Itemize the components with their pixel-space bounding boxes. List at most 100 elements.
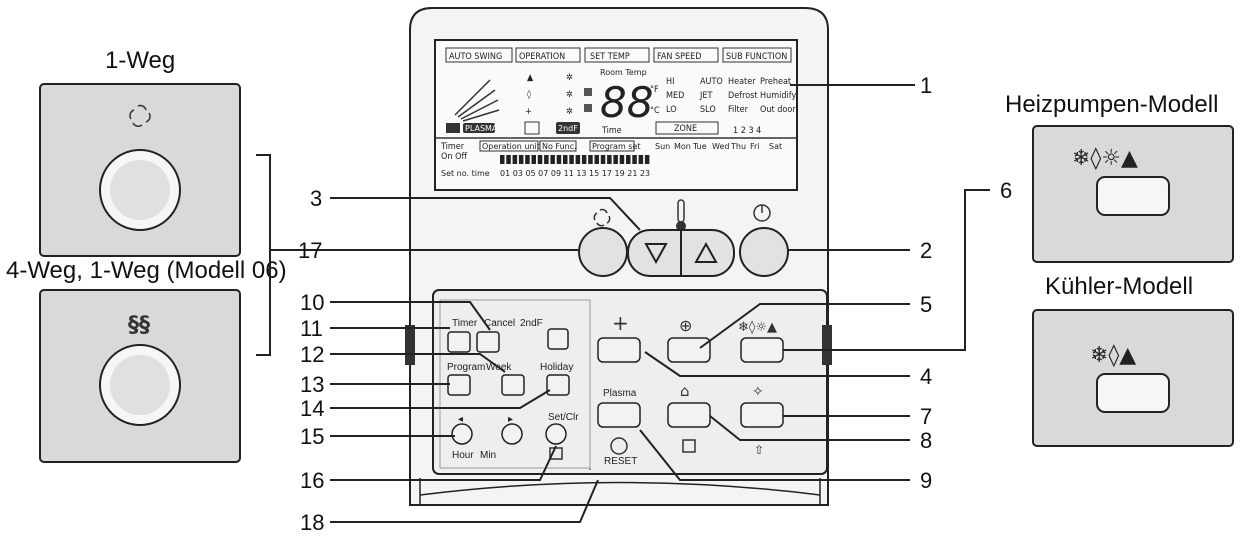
hour-block <box>544 155 549 164</box>
program-button[interactable] <box>447 374 471 396</box>
heat-mode-icon: ▲ <box>527 73 534 83</box>
left-top-panel <box>39 83 241 257</box>
holiday-button[interactable] <box>546 374 570 396</box>
holiday-label-btn: Holiday <box>540 362 573 373</box>
callout-4: 4 <box>920 364 932 389</box>
twond-label-btn: 2ndF <box>520 318 543 329</box>
fan-mode-button[interactable] <box>597 337 641 363</box>
heatpump-mode-icons: ❄◊☼▲ <box>1072 146 1138 171</box>
sun2-icon: ✲ <box>566 90 573 100</box>
filter-icon <box>682 439 696 453</box>
hour-block <box>525 155 530 164</box>
set-clr-button[interactable] <box>545 423 567 445</box>
tab-set-temp: SET TEMP <box>590 52 630 62</box>
plasma-label-btn: Plasma <box>603 388 637 399</box>
zone-numbers: 1 2 3 4 <box>733 126 761 136</box>
cancel-button[interactable] <box>476 331 500 353</box>
unit-c: °C <box>650 106 660 116</box>
sun3-icon: ✲ <box>566 107 573 117</box>
onoff-label: On Off <box>441 152 467 162</box>
lcd-tabs: AUTO SWING OPERATION SET TEMP FAN SPEED … <box>445 47 792 63</box>
callout-16: 16 <box>300 468 324 493</box>
callout-17: 17 <box>298 238 322 263</box>
twond-button[interactable] <box>547 328 569 350</box>
hour-bar <box>500 155 650 164</box>
power-button[interactable] <box>739 227 789 277</box>
fan-speed-icon: ⊕ <box>679 316 692 335</box>
thermometer-icon <box>676 199 686 231</box>
callout-12: 12 <box>300 342 324 367</box>
min-label-btn: Min <box>480 450 496 461</box>
callout-5: 5 <box>920 292 932 317</box>
operation-mode-button[interactable] <box>740 337 784 363</box>
hour-block <box>506 155 511 164</box>
heatpump-mode-button[interactable] <box>1096 176 1170 216</box>
temp-down-button[interactable] <box>644 243 668 265</box>
hour-block <box>613 155 618 164</box>
hour-block <box>607 155 612 164</box>
cancel-label-btn: Cancel <box>484 318 515 329</box>
hour-label-btn: Hour <box>452 450 474 461</box>
hour-button[interactable] <box>451 423 473 445</box>
defrost-icon: ⇧ <box>754 443 764 457</box>
timer-button[interactable] <box>447 331 471 353</box>
sub-filter: Filter <box>728 105 749 115</box>
swing-display-icon <box>454 79 500 122</box>
left-bottom-title: 4-Weg, 1-Weg (Modell 06) <box>6 257 287 284</box>
callout-2: 2 <box>920 238 932 263</box>
op-unit-label: Operation unit <box>482 142 540 151</box>
day-mon: Mon <box>674 142 691 151</box>
hour-block <box>594 155 599 164</box>
hour-block <box>581 155 587 164</box>
bracket-17 <box>256 154 271 356</box>
plasma-button[interactable] <box>597 402 641 428</box>
cooler-mode-icons: ❄◊▲ <box>1090 343 1136 368</box>
callout-15: 15 <box>300 424 324 449</box>
plasma-indicator <box>463 123 495 133</box>
temp-up-button[interactable] <box>694 241 718 263</box>
set-clr-label-btn: Set/Clr <box>548 412 579 423</box>
week-button[interactable] <box>501 374 525 396</box>
min-button[interactable] <box>501 423 523 445</box>
time-label: Time <box>601 126 622 136</box>
hour-block <box>550 155 555 164</box>
callout-3: 3 <box>310 186 322 211</box>
fan-mode-icon: + <box>525 107 532 117</box>
ventilation-button[interactable] <box>740 402 784 428</box>
power-icon <box>753 204 771 222</box>
day-sun: Sun <box>655 142 670 151</box>
cooler-mode-button[interactable] <box>1096 373 1170 413</box>
zone-button[interactable] <box>667 402 711 428</box>
heatpump-panel: ❄◊☼▲ <box>1032 125 1234 263</box>
unit-f: °F <box>650 85 659 95</box>
swing-icon <box>129 104 151 127</box>
tab-auto-swing: AUTO SWING <box>449 52 502 62</box>
callout-11: 11 <box>300 316 323 341</box>
zone-label: ZONE <box>674 124 697 134</box>
day-fri: Fri <box>750 142 760 151</box>
right-top-title: Heizpumpen-Modell <box>1005 91 1218 118</box>
hour-block <box>619 155 625 164</box>
lower-panel <box>432 289 828 475</box>
left-top-title: 1-Weg <box>105 47 175 74</box>
fan-hi: HI <box>666 77 674 87</box>
sub-defrost: Defrost <box>728 91 758 101</box>
callout-7: 7 <box>920 404 932 429</box>
hour-block <box>569 155 574 164</box>
sub-preheat: Preheat <box>760 77 791 87</box>
day-wed: Wed <box>712 142 729 151</box>
callout-8: 8 <box>920 428 932 453</box>
dry-mode-icon: ◊ <box>527 89 531 100</box>
hour-block <box>626 155 631 164</box>
day-labels: Sun Mon Tue Wed Thu Fri Sat <box>655 142 782 151</box>
tab-operation: OPERATION <box>519 52 565 62</box>
hour-scale: 01 03 05 07 09 11 13 15 17 19 21 23 <box>500 169 650 178</box>
timer-label-btn: Timer <box>452 318 478 329</box>
fan-mode-key-icon: + <box>612 311 629 335</box>
swing-button[interactable] <box>578 227 628 277</box>
right-bottom-title: Kühler-Modell <box>1045 273 1193 300</box>
fan-speed-button[interactable] <box>667 337 711 363</box>
lcd-display: AUTO SWING OPERATION SET TEMP FAN SPEED … <box>434 39 798 191</box>
hour-block <box>500 155 505 164</box>
